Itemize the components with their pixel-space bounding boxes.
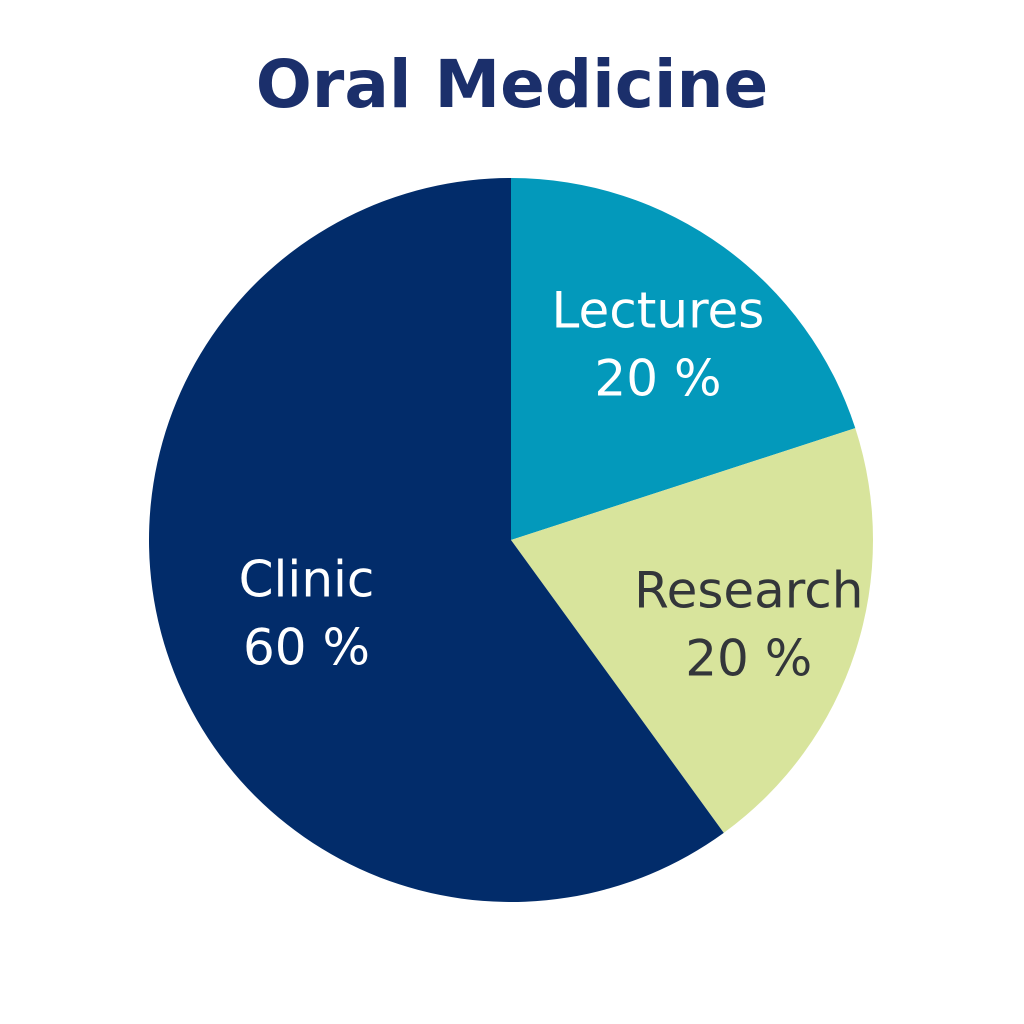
slice-label-clinic: Clinic: [239, 550, 375, 608]
slice-value-lectures: 20 %: [594, 350, 721, 408]
pie-slice-clinic: [149, 178, 724, 902]
slice-value-clinic: 60 %: [243, 618, 370, 676]
slice-value-research: 20 %: [685, 629, 812, 687]
pie-slice-research: [511, 428, 874, 833]
slice-label-lectures: Lectures: [552, 282, 765, 340]
chart-title: Oral Medicine: [255, 46, 769, 123]
slice-label-research: Research: [634, 561, 863, 619]
pie-slice-lectures: [511, 178, 856, 540]
